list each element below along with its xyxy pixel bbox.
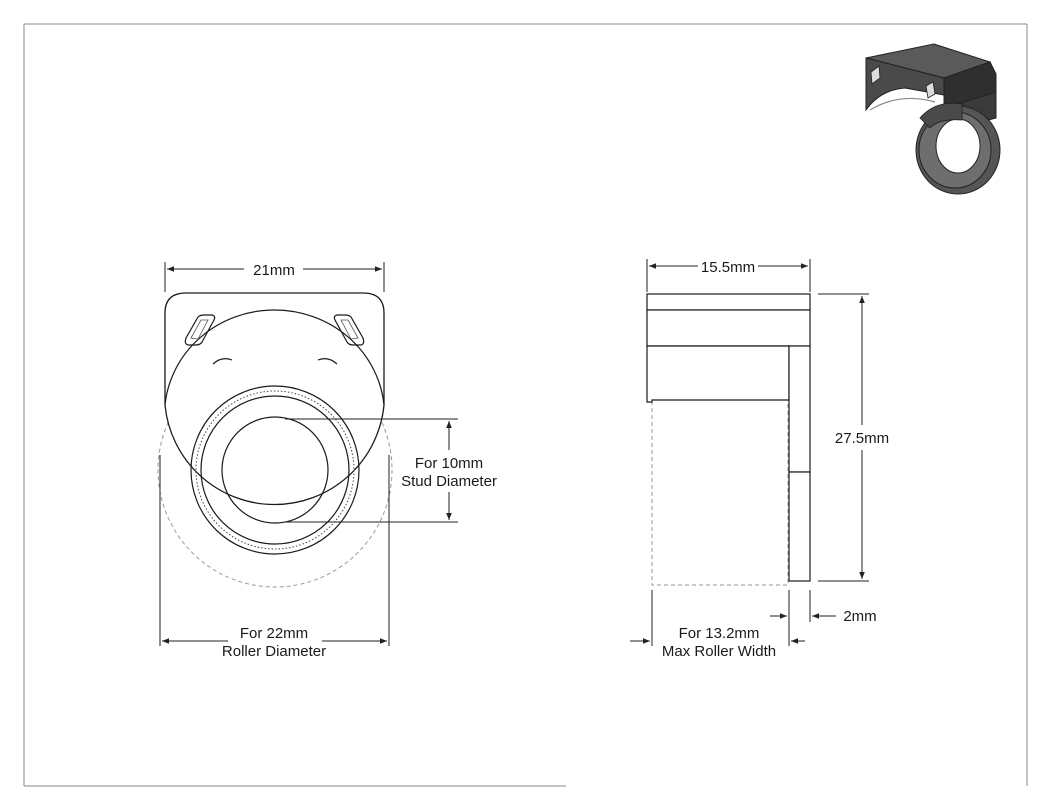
- front-width-dimension: 21mm: [164, 262, 385, 292]
- stud-label-line2: Stud Diameter: [401, 473, 497, 490]
- side-thickness-dimension: 2mm: [770, 590, 877, 646]
- max-roller-width-dimension: For 13.2mm Max Roller Width: [630, 590, 805, 660]
- max-width-label-line1: For 13.2mm: [679, 625, 760, 642]
- stud-hole: [221, 416, 329, 524]
- arm-lower: [788, 471, 811, 582]
- side-view: [646, 293, 811, 586]
- max-width-label-line2: Max Roller Width: [662, 643, 776, 660]
- isometric-view: [865, 43, 1001, 195]
- roller-diameter-dimension: For 22mm Roller Diameter: [159, 455, 390, 660]
- roller-width-ghost: [651, 399, 789, 586]
- arm-upper: [788, 345, 811, 473]
- stud-label-line1: For 10mm: [415, 455, 483, 472]
- side-height-dimension: 27.5mm: [818, 293, 889, 582]
- mounting-slot-right: [333, 314, 365, 346]
- thickness-label: 2mm: [843, 608, 876, 625]
- width-label: 21mm: [253, 262, 295, 279]
- bearing-inner-ring: [200, 395, 350, 545]
- top-plate-side: [646, 309, 811, 347]
- bearing-rollers: [195, 390, 355, 550]
- ring-bump-left: [212, 358, 233, 365]
- stud-diameter-dimension: For 10mm Stud Diameter: [285, 418, 497, 523]
- ring-top-edge: [164, 309, 385, 406]
- side-depth-dimension: 15.5mm: [646, 259, 811, 292]
- bracket-upper-body: [646, 345, 790, 403]
- roller-label-line2: Roller Diameter: [222, 643, 326, 660]
- top-plate: [646, 293, 811, 311]
- mounting-slot-left: [184, 314, 216, 346]
- bearing-outer-ring: [190, 385, 360, 555]
- bracket-body: [164, 292, 385, 506]
- roller-label-line1: For 22mm: [240, 625, 308, 642]
- height-label: 27.5mm: [835, 430, 889, 447]
- roller-outline-ghost: [157, 352, 393, 588]
- front-view: [157, 292, 393, 588]
- sheet-border: [23, 23, 1028, 787]
- ring-bump-right: [317, 358, 338, 365]
- depth-label: 15.5mm: [701, 259, 755, 276]
